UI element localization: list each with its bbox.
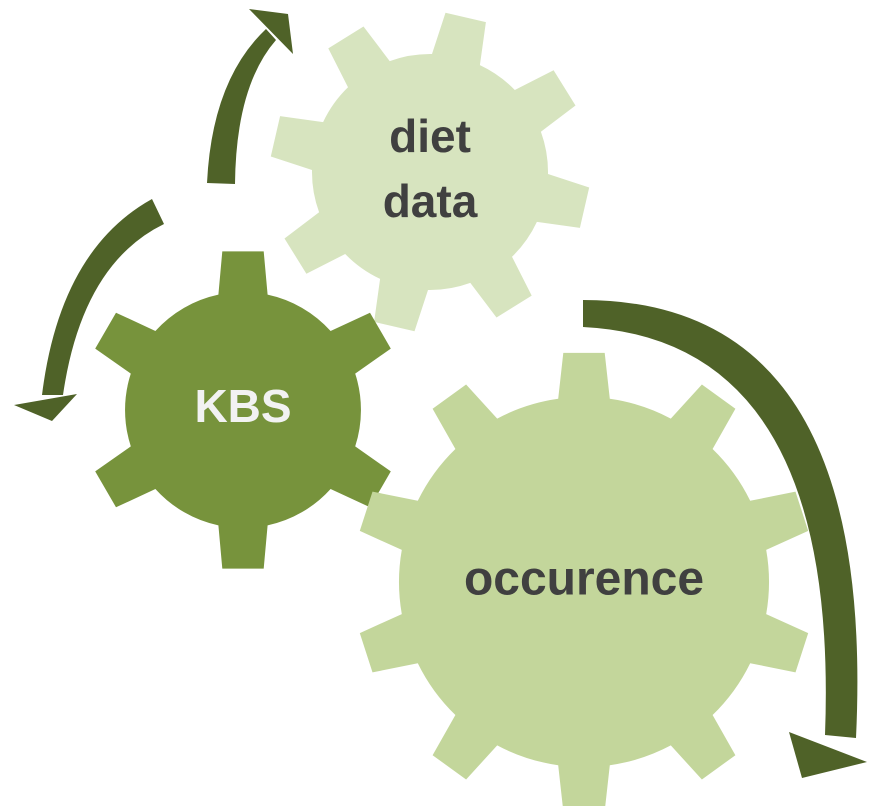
kbs-gear-shape bbox=[95, 251, 391, 569]
diet-data-label-line2: data bbox=[383, 175, 478, 227]
occurence-gear-shape bbox=[359, 352, 809, 806]
kbs-label: KBS bbox=[194, 380, 291, 432]
diet-data-gear: diet data bbox=[270, 12, 590, 332]
kbs-gear: KBS bbox=[95, 251, 391, 569]
occurence-gear: occurence bbox=[359, 352, 809, 806]
arrowhead-left bbox=[14, 394, 77, 421]
diet-data-gear-shape bbox=[270, 12, 590, 332]
arrowhead-right bbox=[789, 732, 867, 778]
diet-data-label-line1: diet bbox=[389, 110, 471, 162]
arrow-top-curved bbox=[207, 29, 276, 184]
arrow-left-curved bbox=[42, 199, 164, 395]
arrowhead-top bbox=[249, 9, 293, 54]
arrow-right-curved bbox=[583, 300, 858, 738]
occurence-label: occurence bbox=[464, 553, 704, 606]
